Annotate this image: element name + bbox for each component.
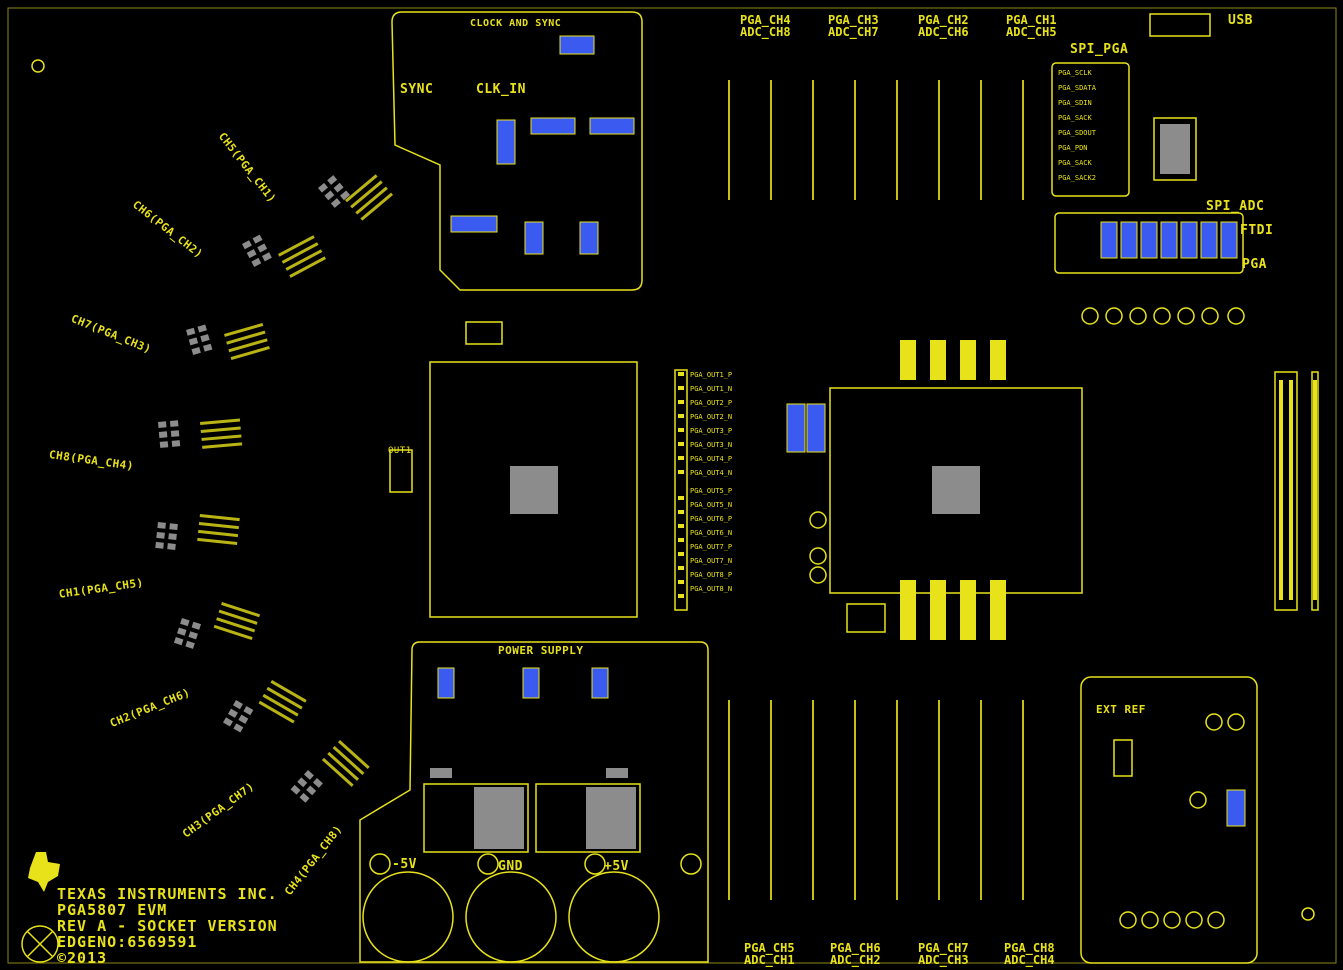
pga-out-pin: PGA_OUT5_N: [690, 501, 733, 509]
top-channel-3-pga: PGA_CH2: [918, 13, 969, 27]
silk-rev: REV A - SOCKET VERSION: [57, 917, 278, 935]
pga-out-pin: PGA_OUT5_P: [690, 487, 733, 495]
pga-out-pin: PGA_OUT4_P: [690, 455, 733, 463]
pga-out-pin: PGA_OUT1_P: [690, 371, 733, 379]
pga-out-pin: PGA_OUT8_N: [690, 585, 733, 593]
top-channel-2: PGA_CH3 ADC_CH7: [828, 14, 879, 38]
top-channel-2-adc: ADC_CH7: [828, 25, 879, 39]
bottom-channel-3-pga: PGA_CH7: [918, 941, 969, 955]
pga-out-pin: PGA_OUT6_N: [690, 529, 733, 537]
top-channel-1-adc: ADC_CH8: [740, 25, 791, 39]
silk-year: ©2013: [57, 949, 108, 967]
spi-pga-pin: PGA_SDATA: [1058, 84, 1096, 92]
spi-pga-pin: PGA_SCLK: [1058, 69, 1092, 77]
spi-pga-pin-list: PGA_SCLK PGA_SDATA PGA_SDIN PGA_SACK PGA…: [1058, 70, 1096, 190]
spi-pga-pin: PGA_PDN: [1058, 144, 1088, 152]
spi-adc-label: SPI_ADC: [1206, 199, 1265, 214]
clock-region-title: CLOCK AND SYNC: [470, 18, 562, 29]
pga-out-pin: PGA_OUT6_P: [690, 515, 733, 523]
ext-ref-title: EXT REF: [1096, 703, 1146, 716]
pga-label: PGA: [1242, 257, 1267, 272]
top-channel-2-pga: PGA_CH3: [828, 13, 879, 27]
top-channel-3: PGA_CH2 ADC_CH6: [918, 14, 969, 38]
bottom-channel-4-pga: PGA_CH8: [1004, 941, 1055, 955]
top-channel-4-pga: PGA_CH1: [1006, 13, 1057, 27]
bottom-channel-2: PGA_CH6 ADC_CH2: [830, 942, 881, 966]
bottom-channel-4-adc: ADC_CH4: [1004, 953, 1055, 967]
power-supply-title: POWER SUPPLY: [498, 644, 584, 657]
bottom-channel-4: PGA_CH8 ADC_CH4: [1004, 942, 1055, 966]
pga-out-pin-list: PGA_OUT1_P PGA_OUT1_N PGA_OUT2_P PGA_OUT…: [690, 372, 732, 600]
usb-label: USB: [1228, 13, 1253, 28]
silk-edge: EDGENO:6569591: [57, 933, 198, 951]
pos5v-label: +5V: [604, 859, 629, 874]
pga-out-pin: PGA_OUT4_N: [690, 469, 733, 477]
pga-out-pin: PGA_OUT7_N: [690, 557, 733, 565]
spi-pga-pin: PGA_SDOUT: [1058, 129, 1096, 137]
top-channel-1: PGA_CH4 ADC_CH8: [740, 14, 791, 38]
bottom-channel-2-adc: ADC_CH2: [830, 953, 881, 967]
spi-pga-pin: PGA_SACK: [1058, 159, 1092, 167]
bottom-channel-1: PGA_CH5 ADC_CH1: [744, 942, 795, 966]
top-channel-1-pga: PGA_CH4: [740, 13, 791, 27]
pga-out-pin: PGA_OUT1_N: [690, 385, 733, 393]
silk-company: TEXAS INSTRUMENTS INC.: [57, 885, 278, 903]
pga-out-pin: PGA_OUT2_P: [690, 399, 733, 407]
bottom-channel-3-adc: ADC_CH3: [918, 953, 969, 967]
spi-pga-label: SPI_PGA: [1070, 42, 1129, 57]
silk-board: PGA5807 EVM: [57, 901, 168, 919]
out1-label: OUT1: [388, 446, 412, 456]
pga-out-pin: PGA_OUT7_P: [690, 543, 733, 551]
pga-out-pin: PGA_OUT2_N: [690, 413, 733, 421]
top-channel-4-adc: ADC_CH5: [1006, 25, 1057, 39]
top-channel-3-adc: ADC_CH6: [918, 25, 969, 39]
pga-out-pin: PGA_OUT8_P: [690, 571, 733, 579]
top-channel-4: PGA_CH1 ADC_CH5: [1006, 14, 1057, 38]
spi-pga-pin: PGA_SACK2: [1058, 174, 1096, 182]
clk-in-label: CLK_IN: [476, 82, 526, 97]
gnd-label: GND: [498, 859, 523, 874]
spi-pga-pin: PGA_SACK: [1058, 114, 1092, 122]
sync-label: SYNC: [400, 82, 434, 97]
neg5v-label: -5V: [392, 857, 417, 872]
spi-pga-pin: PGA_SDIN: [1058, 99, 1092, 107]
pga-out-pin: PGA_OUT3_N: [690, 441, 733, 449]
bottom-channel-2-pga: PGA_CH6: [830, 941, 881, 955]
bottom-channel-3: PGA_CH7 ADC_CH3: [918, 942, 969, 966]
ftdi-label: FTDI: [1240, 223, 1274, 238]
bottom-channel-1-adc: ADC_CH1: [744, 953, 795, 967]
pga-out-pin: PGA_OUT3_P: [690, 427, 733, 435]
bottom-channel-1-pga: PGA_CH5: [744, 941, 795, 955]
